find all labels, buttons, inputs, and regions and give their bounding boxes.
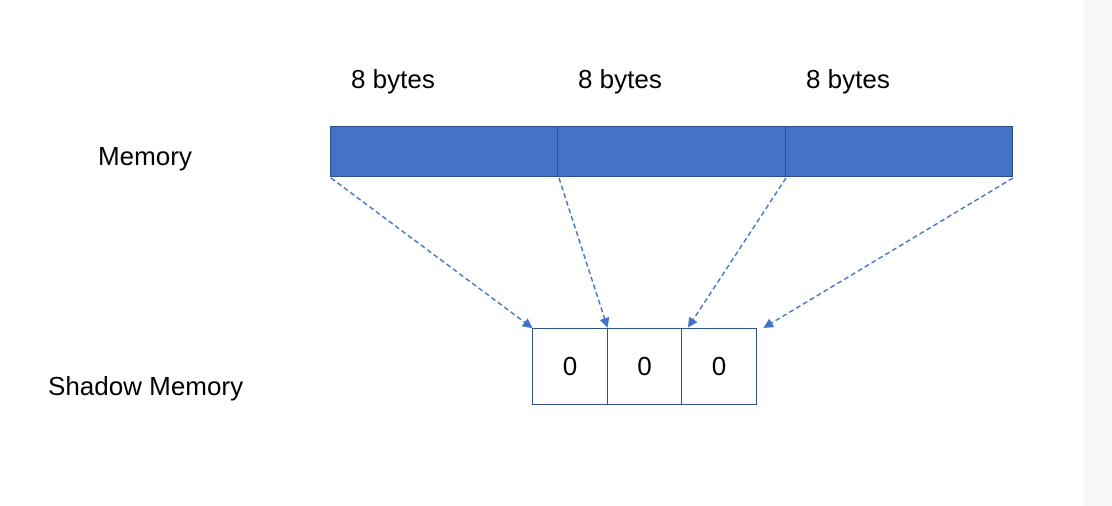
segment-size-label-2: 8 bytes bbox=[578, 64, 662, 94]
shadow-cell-1: 0 bbox=[532, 328, 608, 405]
window-edge-strip bbox=[1084, 0, 1112, 506]
memory-row-label: Memory bbox=[98, 141, 192, 171]
segment-size-label-3: 8 bytes bbox=[806, 64, 890, 94]
segment-size-label-1: 8 bytes bbox=[351, 64, 435, 94]
shadow-memory-row-label: Shadow Memory bbox=[48, 371, 244, 401]
mapping-arrow-1 bbox=[330, 177, 533, 329]
memory-segment-1 bbox=[331, 127, 559, 176]
shadow-cell-3: 0 bbox=[681, 328, 757, 405]
memory-segment-2 bbox=[558, 127, 786, 176]
memory-segment-3 bbox=[786, 127, 1012, 176]
memory-bar bbox=[330, 126, 1013, 177]
mapping-arrow-2 bbox=[558, 177, 610, 328]
mapping-arrow-4 bbox=[763, 177, 1014, 329]
mapping-arrow-3 bbox=[687, 177, 787, 328]
shadow-cell-2: 0 bbox=[606, 328, 683, 405]
shadow-memory-row: 0 0 0 bbox=[532, 328, 757, 405]
